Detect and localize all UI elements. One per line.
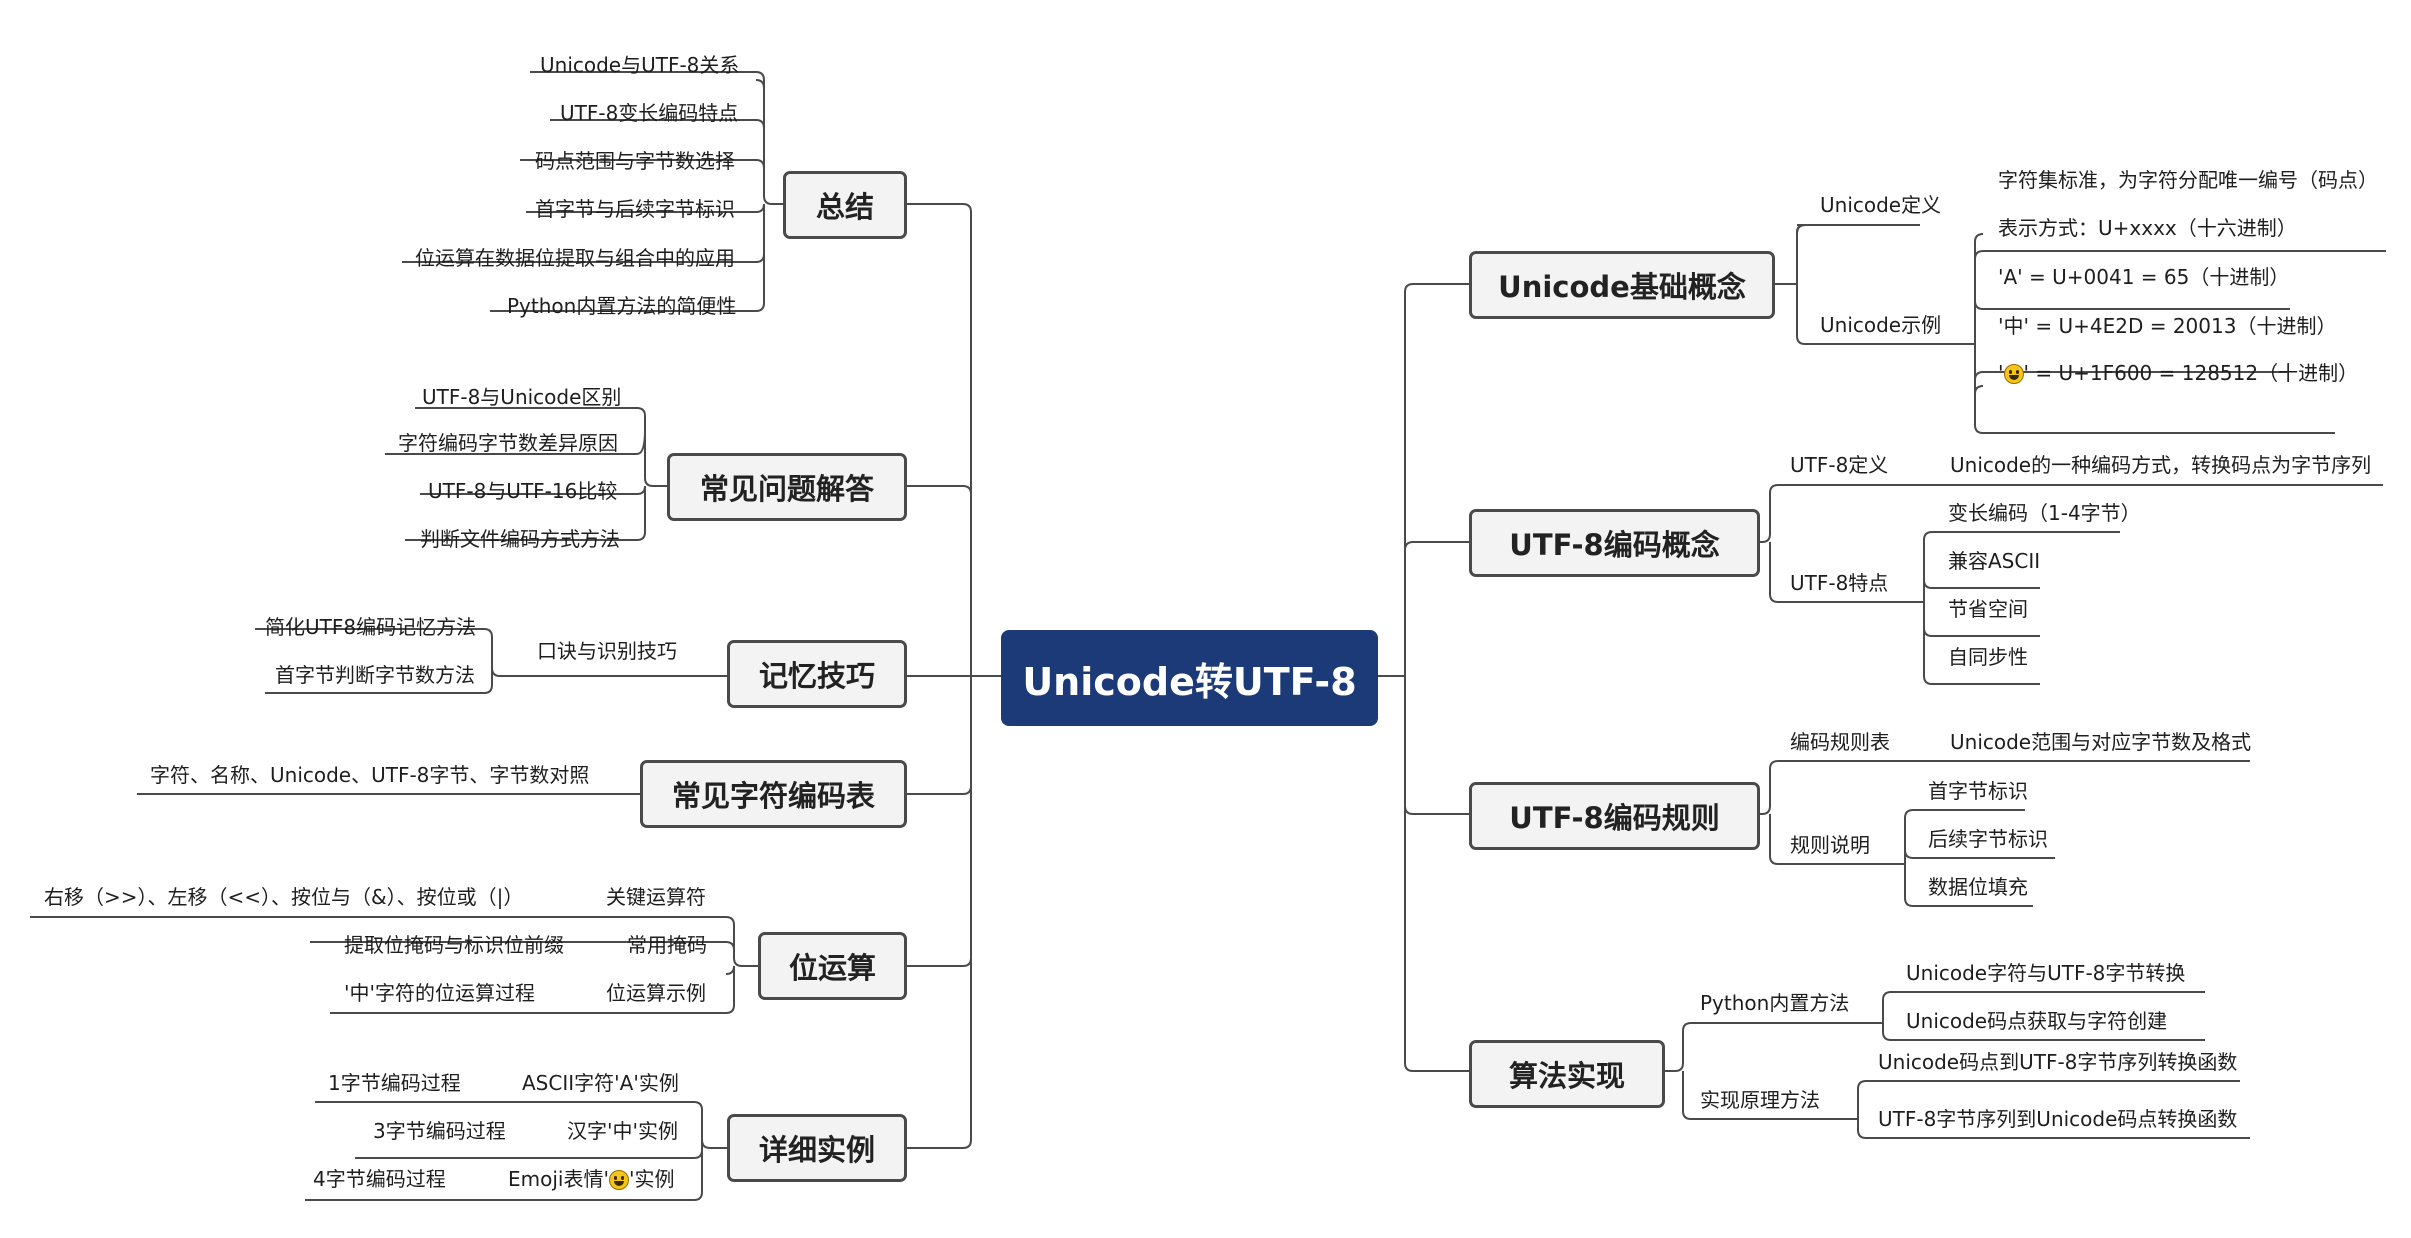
- emoji-example-text-a: Emoji表情': [508, 1167, 609, 1191]
- label-utf8-unicode-diff[interactable]: UTF-8与Unicode区别: [422, 385, 622, 409]
- label-rule-table[interactable]: 编码规则表: [1790, 730, 1890, 754]
- label-representation[interactable]: 表示方式：U+xxxx（十六进制）: [1998, 216, 2297, 240]
- emoji-code-text: ' = U+1F600 = 128512（十进制）: [2023, 361, 2359, 385]
- label-char-comparison[interactable]: 字符、名称、Unicode、UTF-8字节、字节数对照: [150, 763, 590, 787]
- label-bitops-example[interactable]: 位运算示例: [606, 981, 706, 1005]
- label-python-builtin[interactable]: Python内置方法: [1700, 991, 1850, 1015]
- node-algorithm[interactable]: 算法实现: [1469, 1040, 1665, 1108]
- label-first-byte-mark[interactable]: 首字节标识: [1928, 779, 2028, 803]
- label-rule-desc[interactable]: 规则说明: [1790, 833, 1870, 857]
- label-utf8-definition-desc[interactable]: Unicode的一种编码方式，转换码点为字节序列: [1950, 453, 2372, 477]
- node-unicode-basics[interactable]: Unicode基础概念: [1469, 251, 1775, 319]
- label-codepoint-get-create[interactable]: Unicode码点获取与字符创建: [1906, 1009, 2168, 1033]
- grinning-face-emoji-icon: [608, 1170, 629, 1190]
- label-bitops-application[interactable]: 位运算在数据位提取与组合中的应用: [415, 246, 735, 270]
- label-data-bit-fill[interactable]: 数据位填充: [1928, 875, 2028, 899]
- label-codepoint-to-utf8[interactable]: Unicode码点到UTF-8字节序列转换函数: [1878, 1050, 2238, 1074]
- label-common-masks[interactable]: 常用掩码: [627, 933, 707, 957]
- label-unicode-utf8-relation[interactable]: Unicode与UTF-8关系: [540, 53, 740, 77]
- label-4byte-process[interactable]: 4字节编码过程: [313, 1167, 446, 1191]
- label-ascii-compatible[interactable]: 兼容ASCII: [1948, 549, 2041, 573]
- label-example-emoji[interactable]: ' ' = U+1F600 = 128512（十进制）: [1998, 360, 2358, 386]
- label-char-bytes-convert[interactable]: Unicode字符与UTF-8字节转换: [1906, 961, 2186, 985]
- node-utf8-concept[interactable]: UTF-8编码概念: [1469, 509, 1760, 577]
- label-impl-principle[interactable]: 实现原理方法: [1700, 1088, 1820, 1112]
- label-operators-list[interactable]: 右移（>>）、左移（<<）、按位与（&）、按位或（|）: [44, 885, 524, 909]
- label-byte-count-reason[interactable]: 字符编码字节数差异原因: [398, 431, 618, 455]
- label-variable-length[interactable]: 变长编码（1-4字节）: [1948, 501, 2141, 525]
- node-examples[interactable]: 详细实例: [727, 1114, 907, 1182]
- label-detect-encoding[interactable]: 判断文件编码方式方法: [420, 527, 620, 551]
- label-unicode-definition[interactable]: Unicode定义: [1820, 193, 1942, 217]
- label-range-format[interactable]: Unicode范围与对应字节数及格式: [1950, 730, 2252, 754]
- node-faq[interactable]: 常见问题解答: [667, 453, 907, 521]
- grinning-face-emoji-icon: [2003, 364, 2024, 384]
- label-key-operators[interactable]: 关键运算符: [606, 885, 706, 909]
- label-utf8-to-codepoint[interactable]: UTF-8字节序列到Unicode码点转换函数: [1878, 1107, 2238, 1131]
- label-utf8-variable[interactable]: UTF-8变长编码特点: [560, 101, 739, 125]
- label-mask-prefix[interactable]: 提取位掩码与标识位前缀: [344, 933, 564, 957]
- label-mnemonic[interactable]: 口诀与识别技巧: [537, 639, 677, 663]
- label-3byte-process[interactable]: 3字节编码过程: [373, 1119, 506, 1143]
- node-char-table[interactable]: 常见字符编码表: [640, 760, 907, 828]
- label-first-byte-count[interactable]: 首字节判断字节数方法: [275, 663, 475, 687]
- node-utf8-rules[interactable]: UTF-8编码规则: [1469, 782, 1760, 850]
- label-utf8-memory-method[interactable]: 简化UTF8编码记忆方法: [265, 615, 477, 639]
- root-node[interactable]: Unicode转UTF-8: [1001, 630, 1378, 726]
- label-self-sync[interactable]: 自同步性: [1948, 645, 2028, 669]
- label-python-simplicity[interactable]: Python内置方法的简便性: [507, 294, 737, 318]
- label-example-zhong[interactable]: '中' = U+4E2D = 20013（十进制）: [1998, 314, 2337, 338]
- label-utf8-features[interactable]: UTF-8特点: [1790, 571, 1889, 595]
- label-range-bytes[interactable]: 码点范围与字节数选择: [535, 149, 735, 173]
- node-memory-tips[interactable]: 记忆技巧: [727, 640, 907, 708]
- label-first-continuation[interactable]: 首字节与后续字节标识: [535, 197, 735, 221]
- label-emoji-example[interactable]: Emoji表情' '实例: [508, 1166, 674, 1192]
- label-example-a[interactable]: 'A' = U+0041 = 65（十进制）: [1998, 265, 2290, 289]
- label-zhong-example[interactable]: 汉字'中'实例: [567, 1119, 678, 1143]
- label-unicode-examples[interactable]: Unicode示例: [1820, 313, 1942, 337]
- label-utf8-definition[interactable]: UTF-8定义: [1790, 453, 1889, 477]
- label-1byte-process[interactable]: 1字节编码过程: [328, 1071, 461, 1095]
- emoji-example-text-b: '实例: [628, 1167, 675, 1191]
- quote-open: ': [1998, 361, 2004, 385]
- label-continuation-byte-mark[interactable]: 后续字节标识: [1928, 827, 2048, 851]
- label-ascii-a-example[interactable]: ASCII字符'A'实例: [522, 1071, 679, 1095]
- node-summary[interactable]: 总结: [783, 171, 907, 239]
- label-charset-standard[interactable]: 字符集标准，为字符分配唯一编号（码点）: [1998, 168, 2378, 192]
- label-utf8-utf16[interactable]: UTF-8与UTF-16比较: [428, 479, 618, 503]
- label-save-space[interactable]: 节省空间: [1948, 597, 2028, 621]
- label-zhong-bitops[interactable]: '中'字符的位运算过程: [344, 981, 535, 1005]
- node-bit-ops[interactable]: 位运算: [758, 932, 907, 1000]
